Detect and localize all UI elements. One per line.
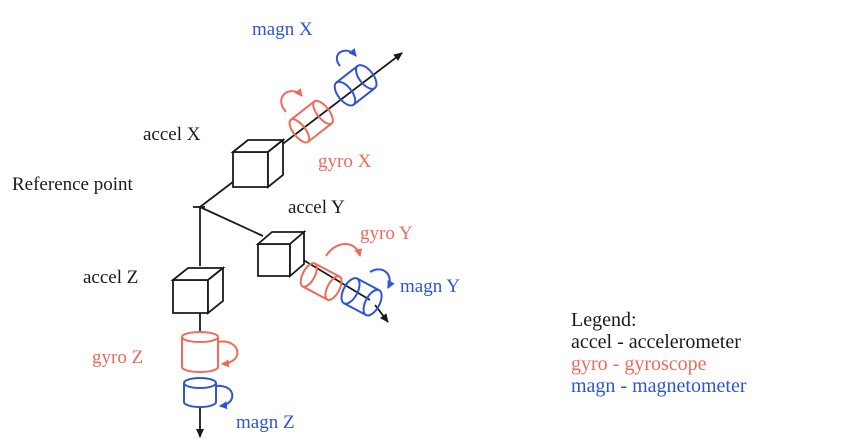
accel-z-label: accel Z: [83, 267, 138, 288]
reference-point-label: Reference point: [12, 174, 134, 195]
x-axis-line: [199, 52, 403, 208]
magn-x-label: magn X: [252, 19, 313, 40]
legend-magn: magn - magnetometer: [571, 375, 747, 397]
gyro-x-label: gyro X: [318, 151, 372, 172]
magn-z-sensor: [183, 377, 234, 410]
legend-title: Legend:: [571, 309, 637, 331]
magn-z-label: magn Z: [236, 412, 295, 433]
gyro-x-sensor: [280, 88, 334, 144]
legend: Legend: accel - accelerometer gyro - gyr…: [571, 309, 747, 397]
magn-y-label: magn Y: [400, 276, 460, 297]
accel-y-cube: [255, 230, 307, 278]
accel-z-cube: [170, 266, 226, 315]
legend-gyro: gyro - gyroscope: [571, 353, 707, 375]
gyro-y-label: gyro Y: [360, 223, 413, 244]
gyro-z-label: gyro Z: [92, 347, 143, 368]
magn-y-sensor: [340, 268, 395, 317]
accel-x-cube: [230, 138, 286, 189]
gyro-z-sensor: [181, 331, 239, 373]
magn-x-sensor: [333, 48, 378, 107]
gyro-y-sensor: [299, 243, 363, 301]
legend-accel: accel - accelerometer: [571, 331, 741, 353]
y-axis-line: [199, 206, 264, 237]
accel-x-label: accel X: [143, 124, 201, 145]
accel-y-label: accel Y: [288, 197, 345, 218]
